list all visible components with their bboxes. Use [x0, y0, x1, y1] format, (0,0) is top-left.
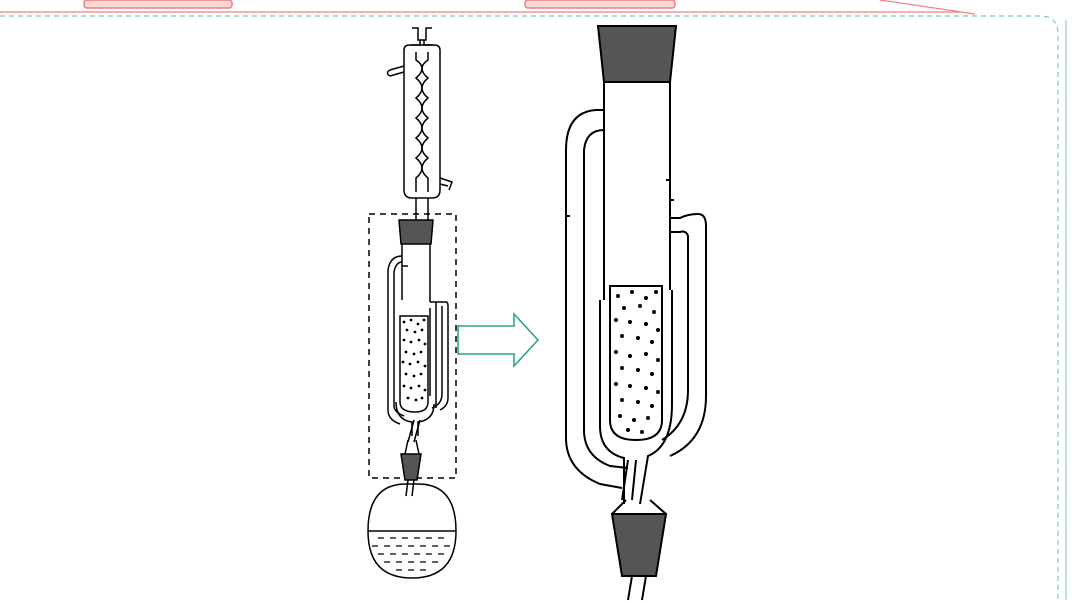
top-stopper	[398, 219, 434, 245]
top-decor	[0, 0, 976, 15]
full-apparatus	[367, 27, 457, 579]
selection-frame	[0, 15, 1067, 600]
enlarged-top-stopper	[596, 25, 678, 83]
enlarged-chamber	[565, 25, 707, 505]
enlarged-bottom-stopper	[610, 499, 668, 601]
sample-particles-large	[614, 290, 660, 434]
zoom-region-box	[368, 213, 457, 479]
sample-particles-small	[401, 318, 427, 402]
zoom-arrow	[457, 311, 540, 369]
bottom-stopper	[400, 453, 422, 481]
solvent-liquid	[372, 537, 450, 571]
condenser	[386, 27, 453, 220]
extraction-chamber	[387, 244, 449, 443]
round-bottom-flask	[367, 483, 457, 579]
